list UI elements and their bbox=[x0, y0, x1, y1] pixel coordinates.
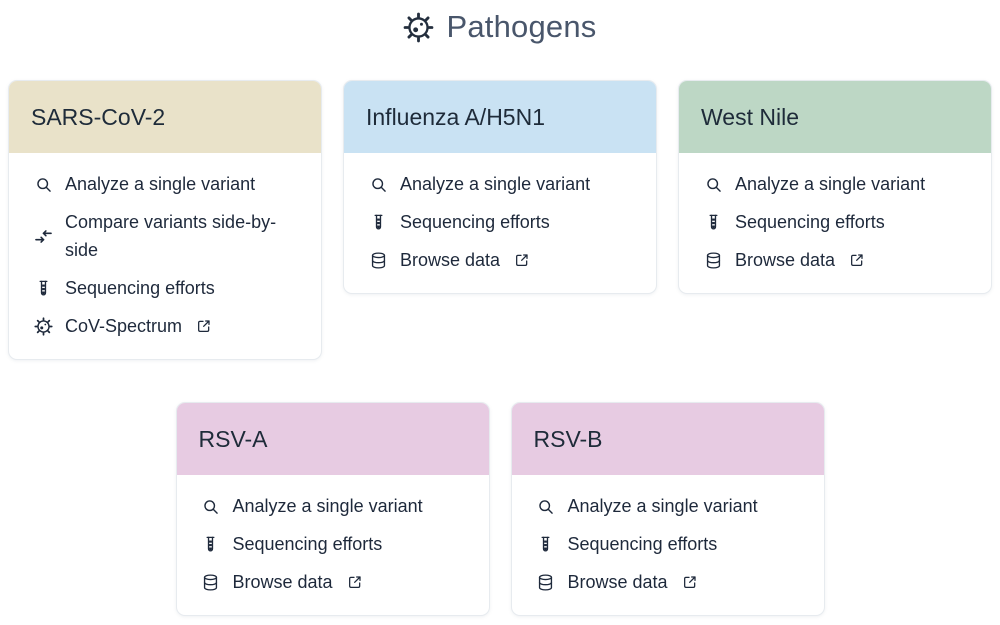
card-link-label: Analyze a single variant bbox=[735, 174, 926, 194]
pathogen-cards-row-top: SARS-CoV-2 Analyze a single variant Comp… bbox=[0, 80, 1000, 360]
pathogen-cards-row-bottom: RSV-A Analyze a single variant Sequencin… bbox=[0, 402, 1000, 616]
page-title: Pathogens bbox=[446, 9, 597, 44]
card-link-sequencing-efforts[interactable]: Sequencing efforts bbox=[534, 525, 804, 563]
pathogen-card-title: SARS-CoV-2 bbox=[31, 103, 166, 130]
testtube-icon bbox=[534, 535, 558, 554]
external-link-icon bbox=[514, 252, 530, 268]
external-link-icon bbox=[347, 574, 363, 590]
card-link-analyze-a-single-variant[interactable]: Analyze a single variant bbox=[534, 487, 804, 525]
pathogen-card-rsv-b: RSV-B Analyze a single variant Sequencin… bbox=[510, 402, 825, 616]
card-link-browse-data[interactable]: Browse data bbox=[701, 241, 971, 279]
card-link-compare-variants-side-by-side[interactable]: Compare variants side-by-side bbox=[31, 203, 301, 269]
card-link-label: Browse data bbox=[567, 572, 668, 592]
card-link-label: CoV-Spectrum bbox=[65, 316, 183, 336]
card-link-sequencing-efforts[interactable]: Sequencing efforts bbox=[31, 269, 301, 307]
pathogen-card-sars-cov-2: SARS-CoV-2 Analyze a single variant Comp… bbox=[8, 80, 322, 360]
card-link-label: Compare variants side-by-side bbox=[65, 212, 277, 260]
pathogen-card-header: RSV-A bbox=[176, 403, 489, 475]
pathogen-card-header: RSV-B bbox=[511, 403, 824, 475]
search-icon bbox=[701, 175, 725, 194]
virus-icon bbox=[403, 12, 434, 43]
card-link-analyze-a-single-variant[interactable]: Analyze a single variant bbox=[199, 487, 469, 525]
testtube-icon bbox=[31, 279, 55, 298]
search-icon bbox=[366, 175, 390, 194]
compare-icon bbox=[31, 227, 55, 246]
pathogen-card-links: Analyze a single variant Sequencing effo… bbox=[679, 153, 991, 293]
pathogen-card-influenza-a-h5n1: Influenza A/H5N1 Analyze a single varian… bbox=[343, 80, 657, 294]
database-icon bbox=[366, 251, 390, 270]
pathogen-card-header: SARS-CoV-2 bbox=[9, 81, 321, 153]
card-link-sequencing-efforts[interactable]: Sequencing efforts bbox=[199, 525, 469, 563]
pathogen-card-header: West Nile bbox=[679, 81, 991, 153]
virus-icon bbox=[31, 317, 55, 336]
card-link-label: Browse data bbox=[735, 250, 836, 270]
pathogen-card-header: Influenza A/H5N1 bbox=[344, 81, 656, 153]
pathogen-card-title: West Nile bbox=[701, 103, 799, 130]
database-icon bbox=[199, 573, 223, 592]
card-link-label: Analyze a single variant bbox=[400, 174, 591, 194]
database-icon bbox=[534, 573, 558, 592]
card-link-browse-data[interactable]: Browse data bbox=[199, 563, 469, 601]
card-link-label: Sequencing efforts bbox=[400, 212, 550, 232]
pathogen-card-links: Analyze a single variant Sequencing effo… bbox=[512, 475, 824, 615]
pathogen-card-title: RSV-A bbox=[198, 425, 268, 452]
search-icon bbox=[199, 497, 223, 516]
card-link-analyze-a-single-variant[interactable]: Analyze a single variant bbox=[701, 165, 971, 203]
database-icon bbox=[701, 251, 725, 270]
card-link-label: Browse data bbox=[400, 250, 501, 270]
card-link-label: Analyze a single variant bbox=[567, 496, 758, 516]
card-link-label: Sequencing efforts bbox=[65, 278, 215, 298]
card-link-label: Sequencing efforts bbox=[232, 534, 383, 554]
pathogen-card-title: Influenza A/H5N1 bbox=[366, 103, 546, 130]
search-icon bbox=[534, 497, 558, 516]
card-link-label: Browse data bbox=[232, 572, 333, 592]
pathogen-card-west-nile: West Nile Analyze a single variant Seque… bbox=[678, 80, 992, 294]
external-link-icon bbox=[196, 318, 212, 334]
testtube-icon bbox=[199, 535, 223, 554]
testtube-icon bbox=[701, 213, 725, 232]
card-link-sequencing-efforts[interactable]: Sequencing efforts bbox=[701, 203, 971, 241]
card-link-browse-data[interactable]: Browse data bbox=[366, 241, 636, 279]
card-link-label: Analyze a single variant bbox=[232, 496, 423, 516]
card-link-label: Analyze a single variant bbox=[65, 174, 256, 194]
card-link-browse-data[interactable]: Browse data bbox=[534, 563, 804, 601]
external-link-icon bbox=[682, 574, 698, 590]
card-link-label: Sequencing efforts bbox=[567, 534, 718, 554]
card-link-cov-spectrum[interactable]: CoV-Spectrum bbox=[31, 307, 301, 345]
testtube-icon bbox=[366, 213, 390, 232]
pathogen-card-links: Analyze a single variant Sequencing effo… bbox=[177, 475, 489, 615]
card-link-analyze-a-single-variant[interactable]: Analyze a single variant bbox=[31, 165, 301, 203]
pathogen-card-links: Analyze a single variant Sequencing effo… bbox=[344, 153, 656, 293]
card-link-analyze-a-single-variant[interactable]: Analyze a single variant bbox=[366, 165, 636, 203]
pathogen-card-title: RSV-B bbox=[533, 425, 603, 452]
card-link-label: Sequencing efforts bbox=[735, 212, 885, 232]
pathogen-card-rsv-a: RSV-A Analyze a single variant Sequencin… bbox=[175, 402, 490, 616]
search-icon bbox=[31, 175, 55, 194]
external-link-icon bbox=[849, 252, 865, 268]
card-link-sequencing-efforts[interactable]: Sequencing efforts bbox=[366, 203, 636, 241]
page-header: Pathogens bbox=[0, 0, 1000, 46]
pathogen-card-links: Analyze a single variant Compare variant… bbox=[9, 153, 321, 359]
